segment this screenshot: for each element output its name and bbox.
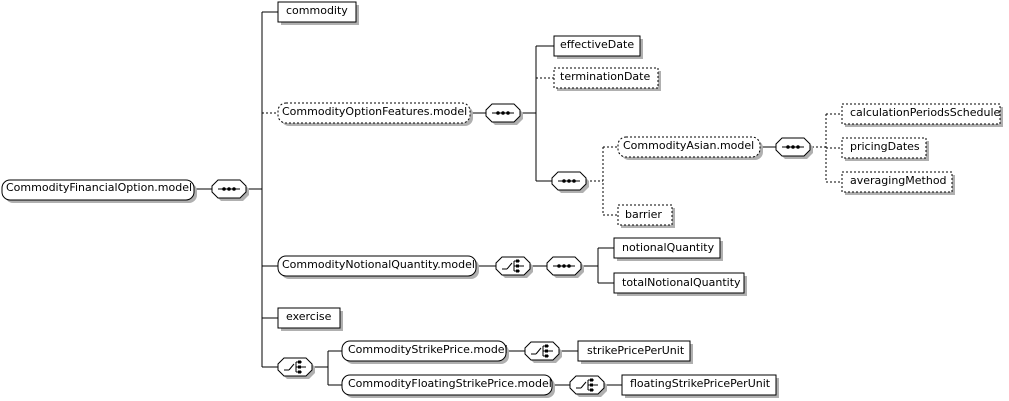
calculation-periods-schedule-element-label[interactable]: calculationPeriodsSchedule	[850, 106, 1001, 119]
notional-quantity-sequence-compositor-dot	[562, 264, 566, 268]
asian-sequence-compositor-dot	[796, 145, 800, 149]
option-features-group-pill	[277, 102, 471, 124]
strike-price-group-pill	[341, 340, 507, 362]
termination-date-element-label[interactable]: terminationDate	[560, 70, 651, 83]
barrier-element-label[interactable]: barrier	[625, 208, 662, 221]
asian-group-label[interactable]: CommodityAsian.model	[623, 139, 755, 152]
option-features-sequence-compositor-dot	[506, 111, 510, 115]
root-model-pill	[1, 179, 195, 201]
termination-date-element-box	[553, 67, 659, 89]
commodity-element-label[interactable]: commodity	[286, 4, 348, 17]
notional-quantity-element-box	[613, 237, 721, 259]
pricing-dates-element-box	[841, 137, 927, 159]
floating-strike-price-per-unit-element-box	[621, 374, 777, 396]
strike-price-choice-compositor	[277, 357, 313, 377]
floating-strike-price-group-label[interactable]: CommodityFloatingStrikePrice.model	[348, 377, 552, 390]
strike-price-per-unit-element-box	[577, 340, 691, 362]
strike-price-choice-compositor-glyph	[284, 360, 306, 374]
pricing-dates-element-label[interactable]: pricingDates	[850, 140, 920, 153]
averaging-method-element-label[interactable]: averagingMethod	[850, 174, 947, 187]
strike-price-per-unit-element-label[interactable]: strikePricePerUnit	[587, 344, 685, 357]
option-features-sequence-compositor-dot	[501, 111, 505, 115]
notional-quantity-group-pill	[277, 255, 477, 277]
asian-sequence-compositor-dot	[791, 145, 795, 149]
strike-price-inner-choice-compositor	[524, 341, 560, 361]
calculation-periods-schedule-element-box	[841, 103, 1001, 125]
root-sequence-compositor-dot	[227, 187, 231, 191]
notional-quantity-choice-compositor-glyph	[502, 259, 524, 273]
effective-date-element-label[interactable]: effectiveDate	[560, 38, 635, 51]
strike-price-group-label[interactable]: CommodityStrikePrice.model	[348, 343, 508, 356]
notional-quantity-sequence-compositor-dot	[557, 264, 561, 268]
root-sequence-compositor-dot	[222, 187, 226, 191]
root-sequence-compositor-dot	[232, 187, 236, 191]
barrier-element-box	[617, 204, 673, 226]
connector-lines	[194, 11, 842, 386]
floating-strike-price-per-unit-element-label[interactable]: floatingStrikePricePerUnit	[630, 377, 771, 390]
notional-quantity-group-label[interactable]: CommodityNotionalQuantity.model	[282, 258, 475, 271]
asian-group-pill	[617, 136, 761, 158]
root-model-label[interactable]: CommodityFinancialOption.model	[6, 181, 193, 194]
option-features-group-label[interactable]: CommodityOptionFeatures.model	[282, 105, 468, 118]
averaging-method-element-box	[841, 171, 953, 193]
floating-strike-price-group-pill	[341, 374, 553, 396]
notional-quantity-sequence-compositor-dot	[567, 264, 571, 268]
notional-quantity-element-label[interactable]: notionalQuantity	[622, 241, 715, 254]
commodity-element-box	[277, 1, 357, 23]
exercise-element-box	[277, 307, 341, 329]
strike-price-inner-choice-compositor-glyph	[531, 344, 553, 358]
total-notional-quantity-element-label[interactable]: totalNotionalQuantity	[622, 276, 741, 289]
exercise-element-label[interactable]: exercise	[286, 310, 332, 323]
option-features-sequence-compositor-dot	[496, 111, 500, 115]
total-notional-quantity-element-box	[613, 272, 745, 294]
floating-strike-price-choice-compositor	[569, 375, 605, 395]
floating-strike-price-choice-compositor-glyph	[576, 378, 598, 392]
asian-sequence-compositor-dot	[786, 145, 790, 149]
effective-date-element-box	[553, 35, 641, 57]
barrier-asian-sequence-compositor-dot	[562, 179, 566, 183]
barrier-asian-sequence-compositor-dot	[567, 179, 571, 183]
barrier-asian-sequence-compositor-dot	[572, 179, 576, 183]
notional-quantity-choice-compositor	[495, 256, 531, 276]
